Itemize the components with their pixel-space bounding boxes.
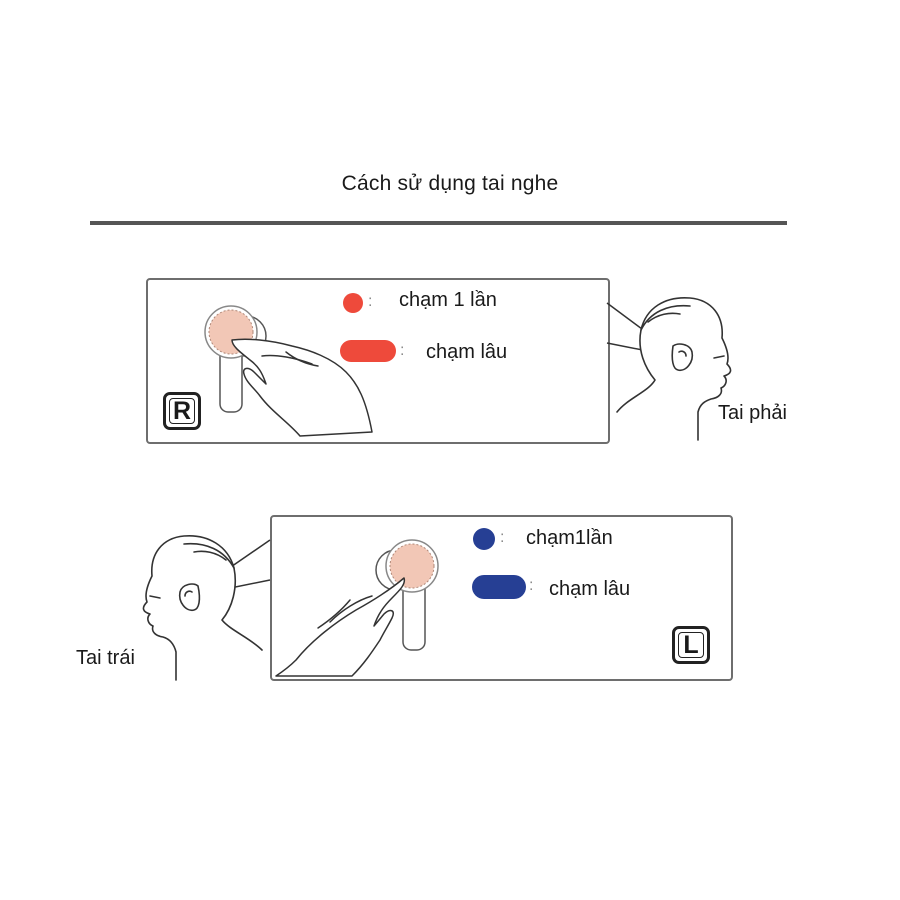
left-long-press-separator: : <box>529 577 534 594</box>
left-hand-icon <box>275 577 406 677</box>
right-long-press-separator: : <box>400 342 405 359</box>
right-long-press-pill <box>340 340 396 362</box>
right-long-press-label: chạm lâu <box>426 341 508 363</box>
left-head-icon <box>142 535 263 681</box>
right-tap-once-separator: : <box>368 293 373 310</box>
left-badge-icon: L <box>672 626 710 664</box>
right-ear-label: Tai phải <box>718 402 787 424</box>
right-tap-once-label: chạm 1 lần <box>399 289 497 311</box>
right-badge-letter: R <box>172 396 192 425</box>
right-tap-once-dot <box>343 293 363 313</box>
left-tap-once-separator: : <box>500 529 505 546</box>
left-ear-label: Tai trái <box>76 647 135 669</box>
right-badge-icon: R <box>163 392 201 430</box>
left-tap-once-dot <box>473 528 495 550</box>
left-touch-pad <box>389 543 435 589</box>
left-badge-letter: L <box>683 630 699 659</box>
title-divider <box>90 221 787 225</box>
page-title: Cách sử dụng tai nghe <box>341 172 559 195</box>
right-hand-icon <box>231 338 373 437</box>
left-long-press-pill <box>472 575 526 599</box>
left-long-press-label: chạm lâu <box>549 578 631 600</box>
right-head-icon <box>616 297 732 441</box>
left-tap-once-label: chạm1lần <box>526 527 613 549</box>
